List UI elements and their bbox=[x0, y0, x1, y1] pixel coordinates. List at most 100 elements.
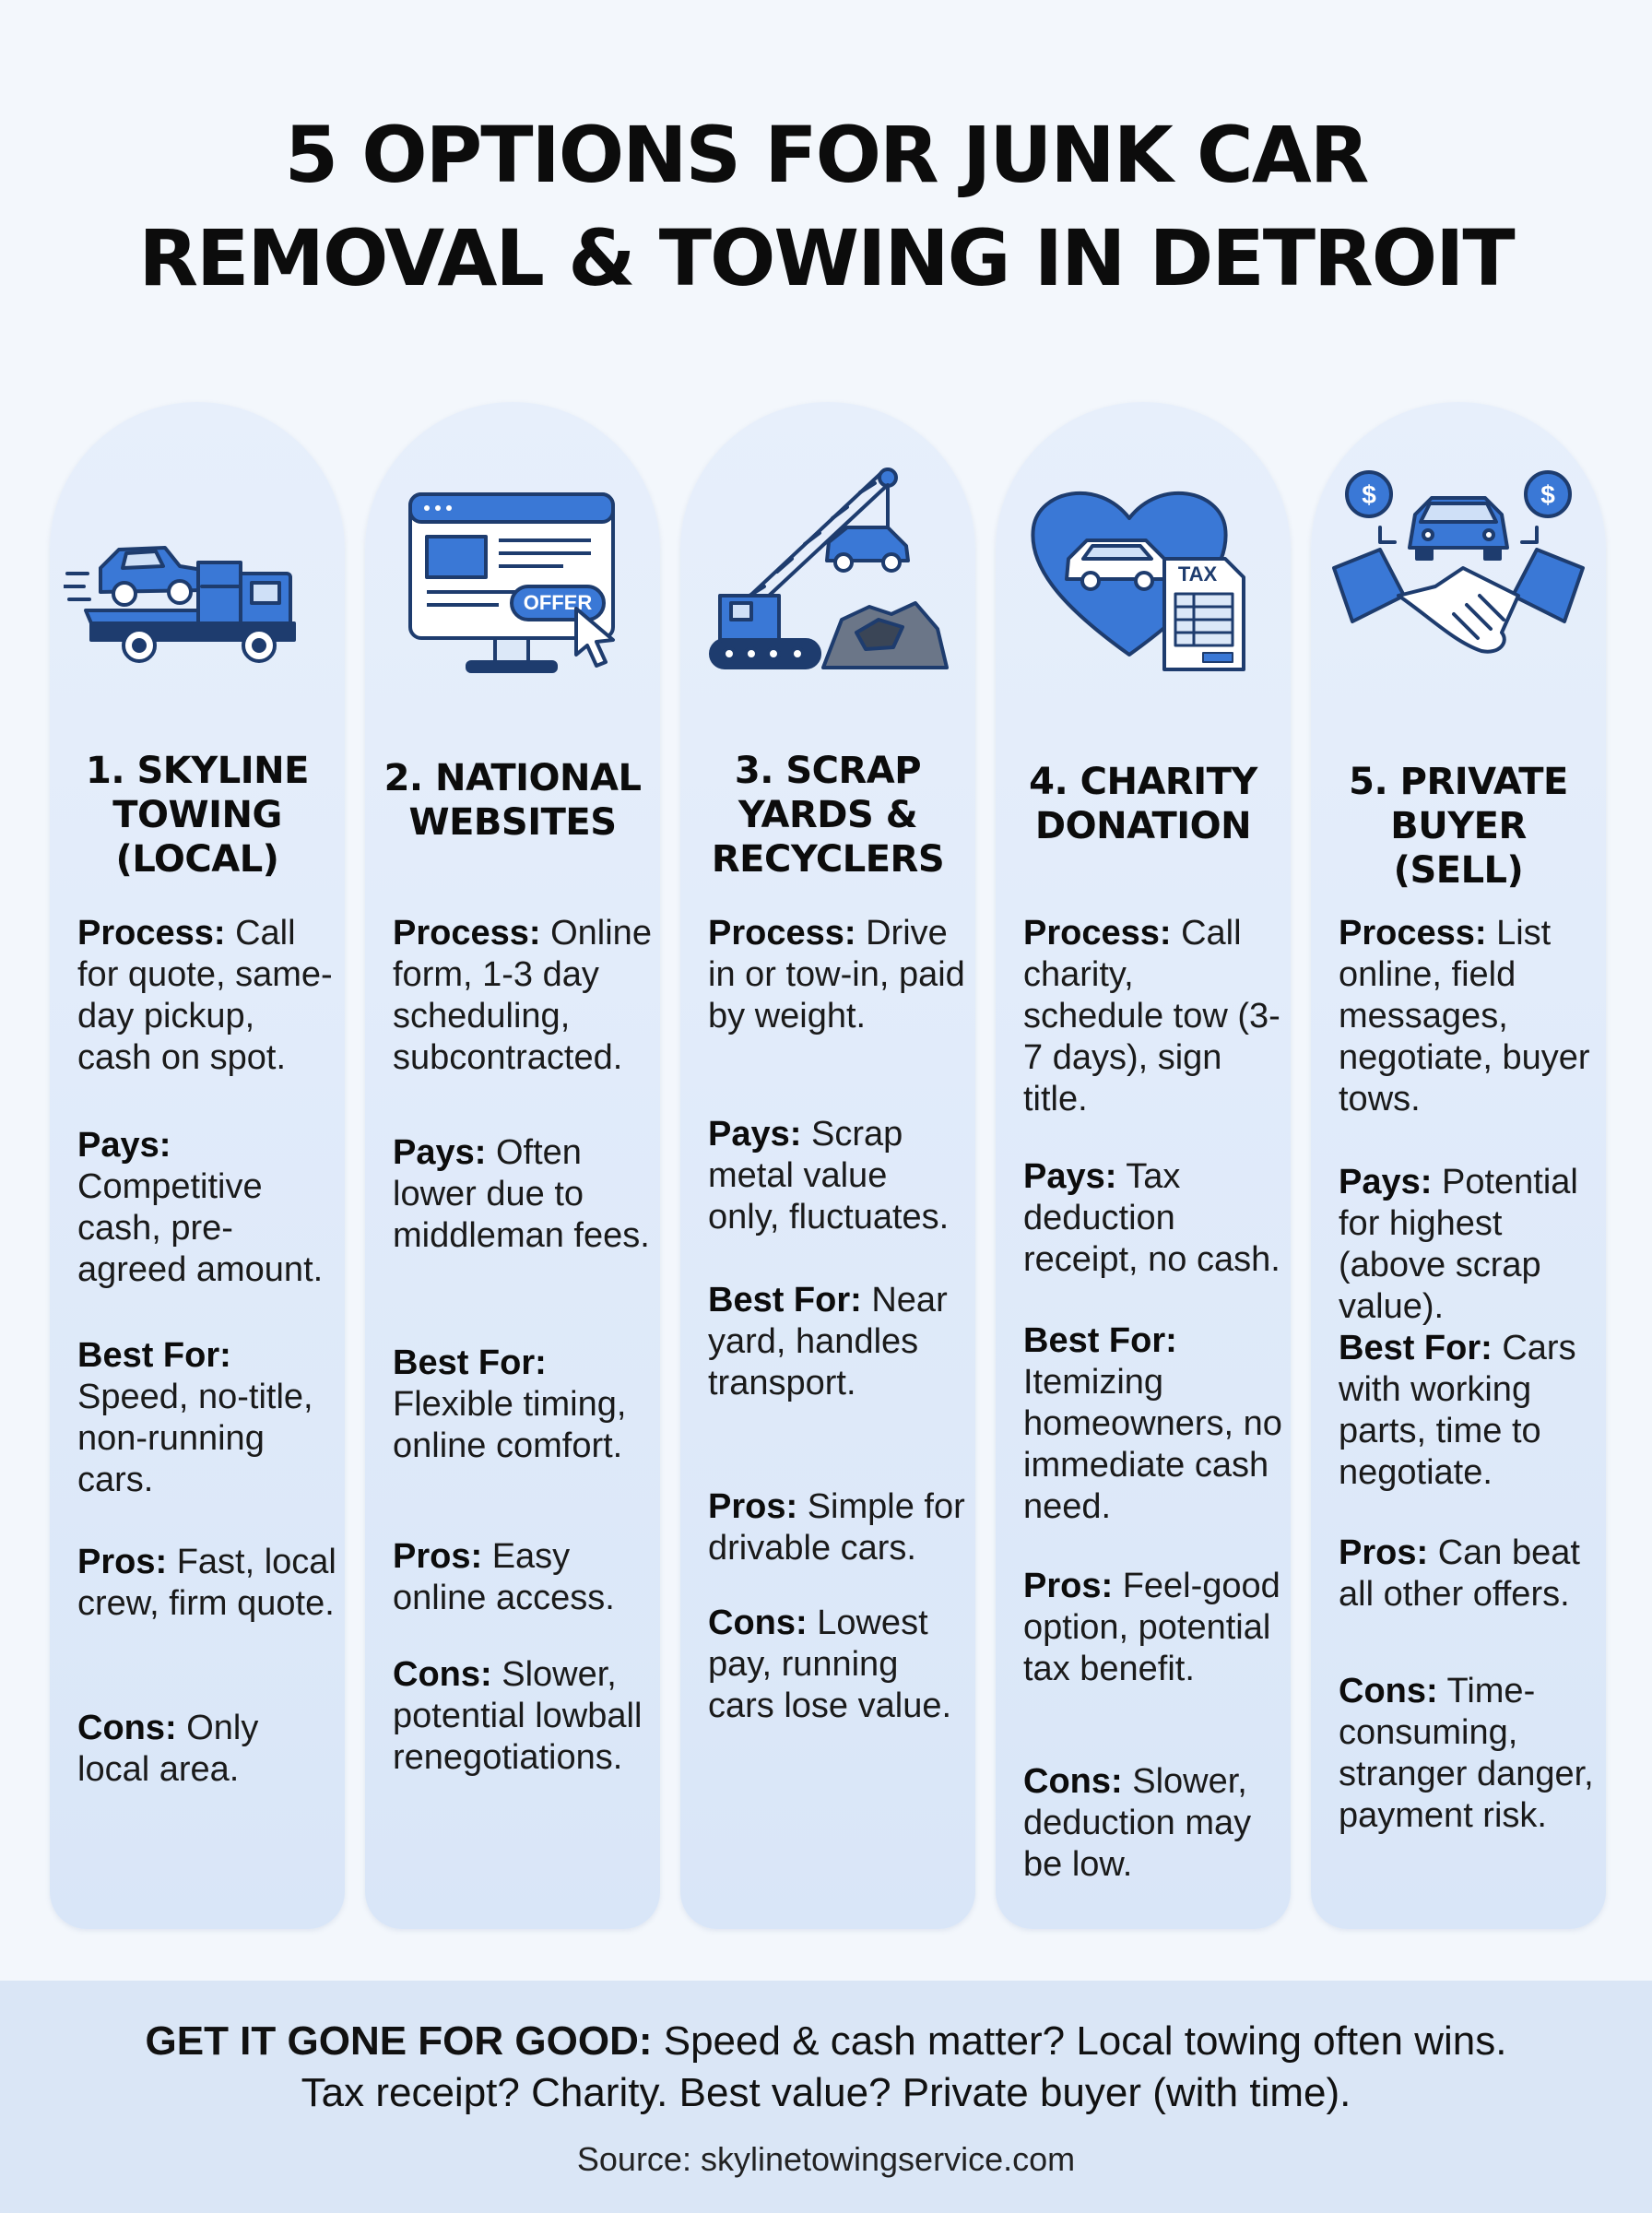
tax-label-text: TAX bbox=[1178, 562, 1218, 586]
cons-field: Cons: Slower, deduction may be low. bbox=[1023, 1761, 1283, 1886]
field-value: Slower, potential lowball renegotiations… bbox=[393, 1655, 643, 1777]
summary-line-1: Speed & cash matter? Local towing often … bbox=[663, 2018, 1507, 2064]
field-label: Pays: bbox=[708, 1115, 802, 1154]
heart-tax-icon: TAX bbox=[996, 439, 1291, 716]
field-label: Process: bbox=[393, 914, 541, 953]
field-value: Potential for highest (above scrap value… bbox=[1339, 1163, 1578, 1326]
field-label: Pros: bbox=[1339, 1533, 1429, 1572]
field-label: Process: bbox=[77, 914, 226, 953]
field-value: Online form, 1-3 day scheduling, subcont… bbox=[393, 914, 652, 1077]
field-value: Call charity, schedule tow (3-7 days), s… bbox=[1023, 914, 1280, 1118]
source-credit: Source: skylinetowingservice.com bbox=[576, 2140, 1076, 2178]
pays-field: Pays: Potential for highest (above scrap… bbox=[1339, 1162, 1599, 1328]
field-label: Cons: bbox=[708, 1604, 808, 1642]
option-card-skyline-towing: 1. SKYLINE TOWING (LOCAL) Process: Call … bbox=[50, 402, 345, 1929]
field-value: Easy online access. bbox=[393, 1537, 615, 1617]
option-card-national-websites: OFFER 2. NATIONAL WEBSITES Process: Onli… bbox=[365, 402, 660, 1929]
option-title: 3. SCRAP YARDS & RECYCLERS bbox=[690, 749, 966, 882]
option-title: 5. PRIVATE BUYER (SELL) bbox=[1320, 760, 1597, 893]
dollar-left-text: $ bbox=[1362, 480, 1376, 509]
field-value: Cars with working parts, time to negotia… bbox=[1339, 1329, 1576, 1492]
field-value: Competitive cash, pre-agreed amount. bbox=[77, 1167, 324, 1289]
title-line-2: REMOVAL & TOWING IN DETROIT bbox=[138, 213, 1515, 303]
field-value: Itemizing homeowners, no immediate cash … bbox=[1023, 1363, 1282, 1526]
field-value: Tax deduction receipt, no cash. bbox=[1023, 1157, 1280, 1279]
cons-field: Cons: Time-consuming, stranger danger, p… bbox=[1339, 1671, 1599, 1837]
tow-truck-icon bbox=[50, 439, 345, 716]
cons-field: Cons: Slower, potential lowball renegoti… bbox=[393, 1654, 653, 1779]
field-value: Near yard, handles transport. bbox=[708, 1281, 948, 1402]
field-label: Process: bbox=[708, 914, 856, 953]
process-field: Process: Call for quote, same-day pickup… bbox=[77, 913, 337, 1079]
options-grid: 1. SKYLINE TOWING (LOCAL) Process: Call … bbox=[50, 402, 1606, 1929]
option-title-line: 4. CHARITY bbox=[1029, 761, 1257, 803]
summary-line-2: Tax receipt? Charity. Best value? Privat… bbox=[301, 2070, 1351, 2115]
pays-field: Pays: Competitive cash, pre-agreed amoun… bbox=[77, 1125, 337, 1291]
option-title-line: 2. NATIONAL bbox=[384, 757, 642, 799]
field-value: List online, field messages, negotiate, … bbox=[1339, 914, 1590, 1118]
option-title-line: (LOCAL) bbox=[115, 838, 279, 881]
option-title-line: WEBSITES bbox=[408, 801, 617, 844]
field-label: Cons: bbox=[1023, 1762, 1123, 1801]
option-title: 2. NATIONAL WEBSITES bbox=[374, 756, 651, 845]
process-field: Process: Call charity, schedule tow (3-7… bbox=[1023, 913, 1283, 1120]
field-label: Process: bbox=[1023, 914, 1172, 953]
best-for-field: Best For: Speed, no-title, non-running c… bbox=[77, 1335, 337, 1501]
crane-scrap-icon bbox=[680, 439, 975, 716]
field-value: Can beat all other offers. bbox=[1339, 1533, 1580, 1614]
field-label: Best For: bbox=[1023, 1321, 1177, 1360]
field-label: Pros: bbox=[1023, 1567, 1114, 1605]
field-value: Scrap metal value only, fluctuates. bbox=[708, 1115, 950, 1237]
field-label: Pros: bbox=[393, 1537, 483, 1576]
handshake-icon: $ $ bbox=[1311, 439, 1606, 716]
process-field: Process: List online, field messages, ne… bbox=[1339, 913, 1599, 1120]
field-value: Speed, no-title, non-running cars. bbox=[77, 1378, 313, 1499]
field-value: Often lower due to middleman fees. bbox=[393, 1133, 650, 1255]
field-label: Best For: bbox=[77, 1336, 231, 1375]
offer-website-icon: OFFER bbox=[365, 439, 660, 716]
pros-field: Pros: Feel-good option, potential tax be… bbox=[1023, 1566, 1283, 1690]
field-label: Pros: bbox=[77, 1543, 168, 1581]
pays-field: Pays: Tax deduction receipt, no cash. bbox=[1023, 1156, 1283, 1281]
best-for-field: Best For: Itemizing homeowners, no immed… bbox=[1023, 1320, 1283, 1528]
pays-field: Pays: Scrap metal value only, fluctuates… bbox=[708, 1114, 968, 1238]
field-label: Pros: bbox=[708, 1487, 798, 1526]
field-value: Time-consuming, stranger danger, payment… bbox=[1339, 1672, 1594, 1835]
best-for-field: Best For: Flexible timing, online comfor… bbox=[393, 1343, 653, 1467]
field-value: Fast, local crew, firm quote. bbox=[77, 1543, 336, 1623]
cons-field: Cons: Lowest pay, running cars lose valu… bbox=[708, 1603, 968, 1727]
summary-text: GET IT GONE FOR GOOD: Speed & cash matte… bbox=[0, 2016, 1652, 2119]
option-card-charity-donation: TAX 4. CHARITY DONATION Process: Call ch… bbox=[996, 402, 1291, 1929]
title-line-1: 5 OPTIONS FOR JUNK CAR bbox=[284, 110, 1370, 200]
field-label: Best For: bbox=[393, 1343, 547, 1382]
summary-label: GET IT GONE FOR GOOD: bbox=[145, 2018, 653, 2064]
dollar-right-text: $ bbox=[1540, 480, 1555, 509]
field-value: Lowest pay, running cars lose value. bbox=[708, 1604, 952, 1725]
offer-badge-text: OFFER bbox=[524, 591, 593, 614]
option-title-line: DONATION bbox=[1034, 805, 1252, 847]
field-label: Pays: bbox=[77, 1126, 171, 1165]
process-field: Process: Online form, 1-3 day scheduling… bbox=[393, 913, 653, 1079]
pros-field: Pros: Simple for drivable cars. bbox=[708, 1486, 968, 1569]
option-card-private-buyer: $ $ bbox=[1311, 402, 1606, 1929]
option-title-line: 1. SKYLINE bbox=[86, 750, 309, 792]
field-value: Only local area. bbox=[77, 1709, 259, 1789]
page-title: 5 OPTIONS FOR JUNK CAR REMOVAL & TOWING … bbox=[0, 103, 1652, 310]
field-value: Drive in or tow-in, paid by weight. bbox=[708, 914, 965, 1035]
cons-field: Cons: Only local area. bbox=[77, 1708, 337, 1791]
field-value: Flexible timing, online comfort. bbox=[393, 1385, 627, 1465]
option-title-line: RECYCLERS bbox=[711, 838, 945, 881]
best-for-field: Best For: Cars with working parts, time … bbox=[1339, 1328, 1599, 1494]
option-title: 4. CHARITY DONATION bbox=[1005, 760, 1281, 848]
field-label: Best For: bbox=[708, 1281, 862, 1320]
pros-field: Pros: Easy online access. bbox=[393, 1536, 653, 1619]
pros-field: Pros: Can beat all other offers. bbox=[1339, 1533, 1599, 1615]
option-title-line: YARDS & bbox=[738, 794, 918, 836]
option-title-line: BUYER (SELL) bbox=[1390, 805, 1527, 892]
field-value: Slower, deduction may be low. bbox=[1023, 1762, 1252, 1884]
field-label: Cons: bbox=[393, 1655, 492, 1694]
field-label: Pays: bbox=[393, 1133, 487, 1172]
field-label: Pays: bbox=[1023, 1157, 1117, 1196]
pays-field: Pays: Often lower due to middleman fees. bbox=[393, 1132, 653, 1257]
option-title-line: 5. PRIVATE bbox=[1349, 761, 1568, 803]
